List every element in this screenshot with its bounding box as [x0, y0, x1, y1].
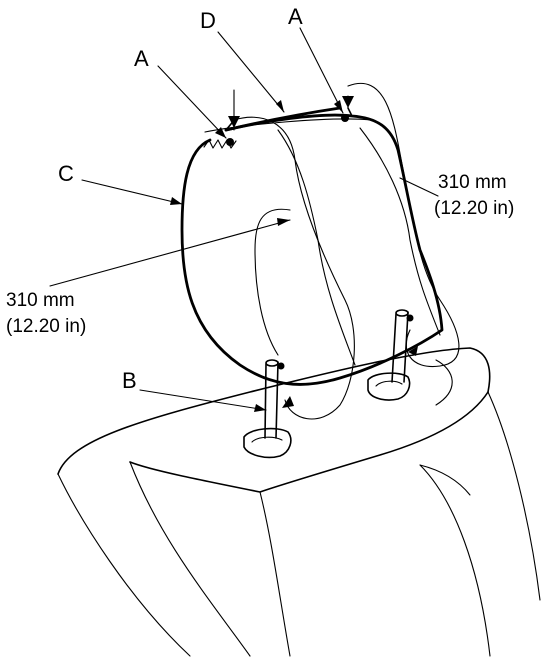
- headrest-body: [180, 107, 444, 386]
- label-c: C: [58, 161, 74, 186]
- leader-310-right: [399, 177, 439, 197]
- zigzag-trim: [203, 139, 237, 149]
- stay-left: [264, 359, 279, 439]
- label-a-right: A: [288, 4, 303, 29]
- leader-d: [217, 31, 285, 113]
- clip-point-b-left: [277, 362, 285, 370]
- stay-socket-left: [243, 427, 292, 459]
- clip-point-a-right: [341, 114, 349, 122]
- measurement-right-mm: 310 mm: [438, 172, 507, 193]
- leader-c: [81, 179, 183, 205]
- leader-a-left: [157, 65, 227, 139]
- stay-socket-right: [367, 372, 411, 401]
- top-edge-d: [224, 106, 342, 132]
- leader-a-right: [299, 27, 344, 114]
- measure-loop-left: [233, 89, 355, 420]
- clip-point-a-left: [226, 138, 234, 146]
- leader-310-left: [49, 219, 291, 287]
- measurement-left-mm: 310 mm: [6, 290, 75, 311]
- measurement-left-in: (12.20 in): [6, 316, 86, 337]
- headrest-cover-seam: [180, 113, 444, 386]
- leader-b: [139, 389, 267, 411]
- clip-point-b-right: [406, 314, 414, 322]
- label-b: B: [122, 368, 137, 393]
- arrowheads: [170, 96, 418, 412]
- seat-back: [57, 347, 541, 657]
- label-d: D: [200, 8, 216, 33]
- measurement-right-in: (12.20 in): [434, 198, 514, 219]
- label-a-left: A: [134, 46, 149, 71]
